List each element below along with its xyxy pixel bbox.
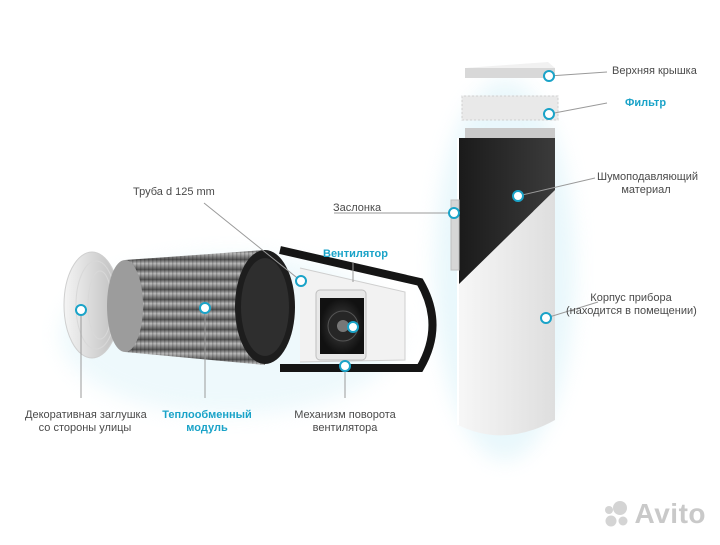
label-sound-material: Шумоподавляющий материал: [597, 171, 699, 196]
avito-wordmark: Avito: [634, 498, 706, 529]
dot-housing: [540, 312, 552, 324]
dot-fan-mechanism: [339, 360, 351, 372]
label-pipe: Труба d 125 mm: [133, 186, 215, 198]
dot-sound-material: [512, 190, 524, 202]
label-housing: Корпус прибора (находится в помещении): [566, 292, 697, 317]
leader-lines: [80, 71, 608, 398]
label-damper: Заслонка: [333, 202, 382, 214]
avito-logo-icon: [604, 501, 628, 527]
callout-dots: [75, 70, 555, 372]
dot-outer-cap: [75, 304, 87, 316]
label-top-cover: Верхняя крышка: [612, 65, 697, 77]
avito-watermark: Avito: [601, 498, 706, 530]
dot-heat-exchanger: [199, 302, 211, 314]
dot-damper: [448, 207, 460, 219]
label-fan-mechanism: Механизм поворота вентилятора: [294, 409, 396, 434]
label-outer-cap: Декоративная заглушка со стороны улицы: [25, 409, 147, 434]
heat-exchanger-shape: [107, 250, 295, 365]
dot-top-cover: [543, 70, 555, 82]
dot-filter: [543, 108, 555, 120]
dot-pipe: [295, 275, 307, 287]
housing-shape: [450, 62, 559, 436]
label-heat-exchanger: Теплообменный модуль: [162, 409, 252, 434]
label-filter: Фильтр: [625, 97, 667, 109]
dot-fan: [347, 321, 359, 333]
label-fan: Вентилятор: [323, 248, 388, 260]
